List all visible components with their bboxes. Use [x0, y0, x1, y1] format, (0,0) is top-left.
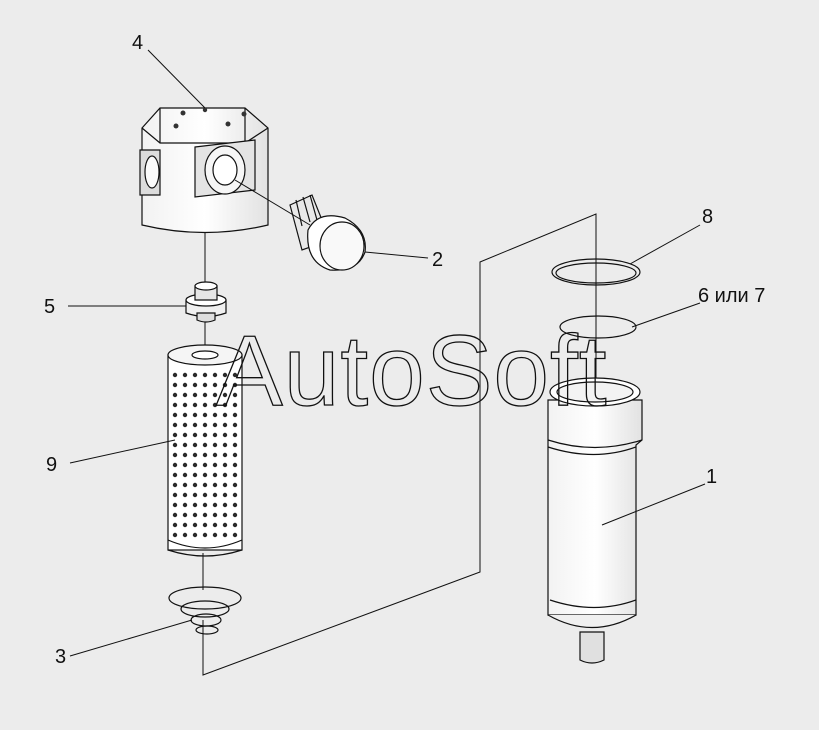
callout-8: 8	[702, 206, 713, 228]
callout-6-or-7: 6 или 7	[698, 285, 765, 307]
valve-cap	[289, 194, 366, 271]
callout-labels: 4 2 5 9 3 8 6 или 7 1	[44, 32, 765, 668]
filter-element	[167, 344, 243, 557]
spring	[168, 586, 242, 635]
watermark: AutoSoft	[216, 315, 608, 427]
callout-2: 2	[432, 249, 443, 271]
callout-4: 4	[132, 32, 143, 54]
callout-1: 1	[706, 466, 717, 488]
callout-3: 3	[55, 646, 66, 668]
callout-9: 9	[46, 454, 57, 476]
bowl	[547, 377, 643, 664]
assembly-lines	[202, 213, 597, 676]
fitting	[185, 281, 227, 323]
ring-small	[559, 315, 637, 339]
callout-5: 5	[44, 296, 55, 318]
ring-large	[551, 258, 641, 286]
leader-lines	[68, 49, 706, 657]
housing-head	[139, 107, 269, 234]
